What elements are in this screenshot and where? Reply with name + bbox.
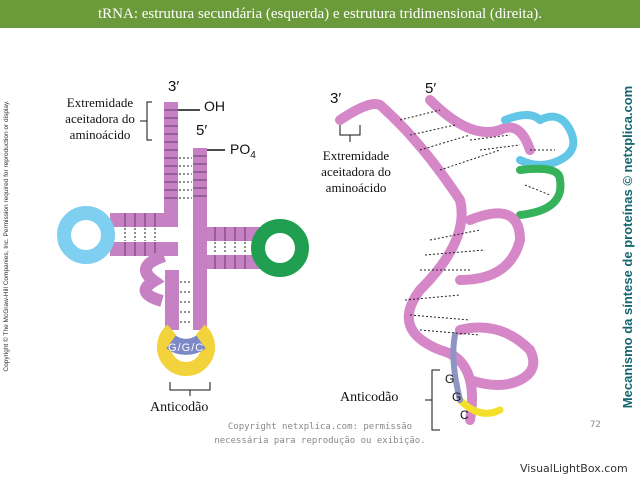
acceptor-stem <box>164 102 225 227</box>
right-anticodon-base-1: G <box>445 372 455 386</box>
t-loop <box>251 219 309 277</box>
anticodon-arm <box>139 241 215 376</box>
footer-copyright: Copyright netxplica.com: permissão neces… <box>214 422 426 446</box>
d-loop <box>57 206 115 264</box>
slide-title: tRNA: estrutura secundária (esquerda) e … <box>97 6 542 22</box>
left-anticodon-label: Anticodão <box>150 400 209 415</box>
watermark: VisualLightBox.com <box>520 462 628 475</box>
right-acceptor-label: Extremidade aceitadora do aminoácido <box>321 148 391 195</box>
left-acceptor-label: Extremidade aceitadora do aminoácido <box>65 95 135 142</box>
right-anticodon-label: Anticodão <box>340 390 399 405</box>
right-3prime-label: 3′ <box>330 90 342 107</box>
page-number: 72 <box>590 420 601 430</box>
right-anticodon-base-2: G <box>452 390 462 404</box>
t-arm <box>193 219 309 277</box>
d-arm <box>57 206 178 264</box>
left-oh-label: OH <box>204 98 225 114</box>
right-anticodon-base-3: C <box>460 408 469 422</box>
right-5prime-label: 5′ <box>425 80 437 97</box>
title-bar <box>0 0 640 28</box>
left-3prime-label: 3′ <box>168 78 180 95</box>
left-anticodon-bases: G/G/C <box>168 342 205 354</box>
left-po4-label: PO4 <box>230 141 256 161</box>
left-5prime-label: 5′ <box>196 122 208 139</box>
